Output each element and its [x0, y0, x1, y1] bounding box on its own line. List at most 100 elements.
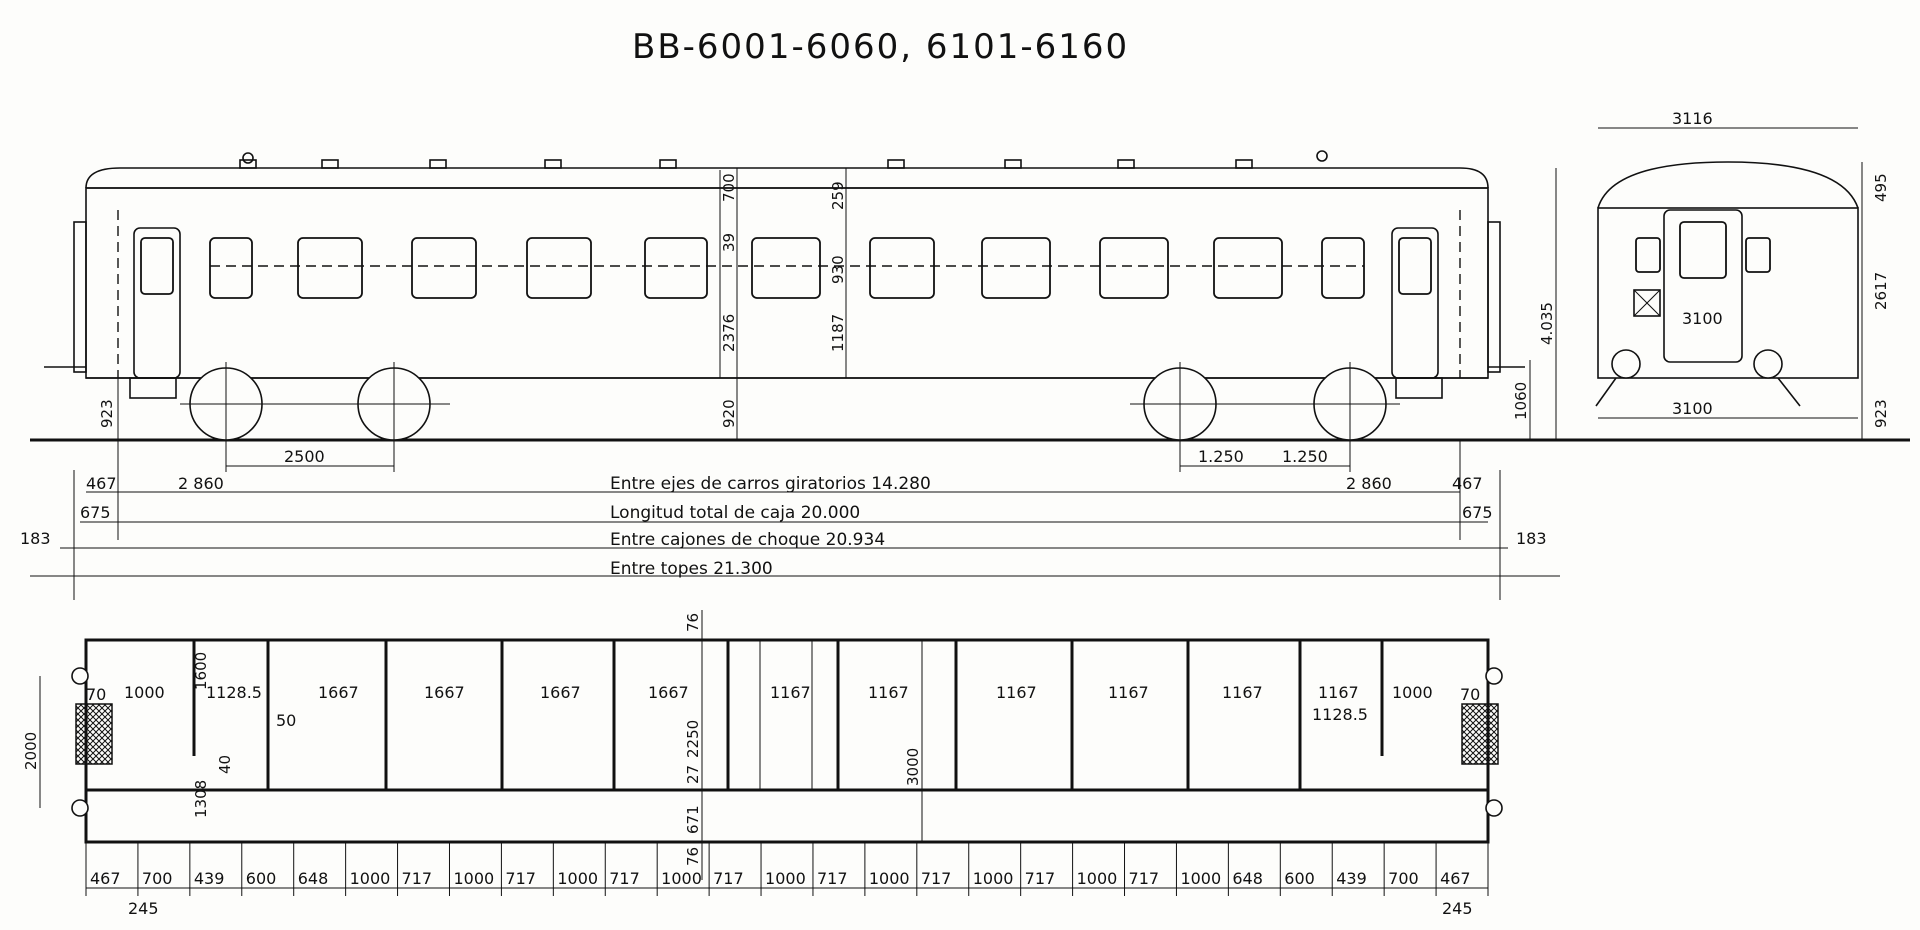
bottom-dim-label: 1000	[557, 869, 598, 888]
side-elevation: 700 259 39 930 2376 1187 920 923 1060 4.…	[20, 150, 1910, 600]
dim-1600: 1600	[192, 652, 210, 690]
dim-467-right: 467	[1452, 474, 1483, 493]
dim-245-left: 245	[128, 899, 159, 918]
dim-923-side: 923	[98, 399, 116, 428]
bottom-dimension-chain: 467 700 439 600 648 1000 717 1000 717 1000 717 1000…	[85, 842, 1489, 896]
dim-3100-bottom: 3100	[1672, 399, 1713, 418]
side-windows	[209, 237, 1365, 299]
caption-body: Longitud total de caja 20.000	[610, 503, 860, 523]
bottom-dim-label: 717	[713, 869, 744, 888]
bottom-dim-label: 717	[1025, 869, 1056, 888]
bottom-dim-label: 1000	[1180, 869, 1221, 888]
bottom-dim-label: 1000	[661, 869, 702, 888]
dim-1187: 1187	[829, 314, 847, 352]
bottom-dim-label: 1000	[869, 869, 910, 888]
comp-label-6: 1167	[996, 683, 1037, 702]
left-diaphragm	[73, 221, 87, 373]
partition-50: 50	[276, 711, 296, 730]
comp-label-1: 1667	[318, 683, 359, 702]
bottom-dim-label: 717	[921, 869, 952, 888]
dim-2250: 2250	[684, 720, 702, 758]
bottom-dim-label: 717	[817, 869, 848, 888]
dim-259: 259	[829, 181, 847, 210]
dim-3116: 3116	[1672, 109, 1713, 128]
caption-buffer-boxes: Entre cajones de choque 20.934	[610, 530, 885, 550]
dim-1060: 1060	[1512, 382, 1530, 420]
dim-4035: 4.035	[1538, 302, 1556, 345]
wc-left: 1128.5	[206, 683, 262, 702]
vestibule-right: 1000	[1392, 683, 1433, 702]
comp-label-9: 1167	[1318, 683, 1359, 702]
dim-39: 39	[720, 233, 738, 252]
vestibule-left: 1000	[124, 683, 165, 702]
bogie-left	[180, 362, 450, 472]
dim-700: 700	[720, 173, 738, 202]
bottom-dim-label: 439	[1336, 869, 1367, 888]
bottom-dim-label: 648	[1232, 869, 1263, 888]
bottom-dim-label: 717	[1129, 869, 1160, 888]
plan-view: 1667 1667 1667 1667 1167 1167 1167 1167 …	[22, 610, 1503, 918]
dim-930: 930	[829, 255, 847, 284]
bottom-dim-label: 1000	[1077, 869, 1118, 888]
dim-183-right: 183	[1516, 529, 1547, 548]
dim-3000: 3000	[904, 748, 922, 786]
caption-buffers: Entre topes 21.300	[610, 559, 773, 579]
end-left-70: 70	[86, 685, 106, 704]
bottom-dim-label: 1000	[350, 869, 391, 888]
comp-label-3: 1667	[540, 683, 581, 702]
right-diaphragm	[1487, 221, 1501, 373]
caption-pivots: Entre ejes de carros giratorios 14.280	[610, 474, 931, 494]
comp-label-8: 1167	[1222, 683, 1263, 702]
comp-label-5: 1167	[868, 683, 909, 702]
bottom-dim-label: 1000	[973, 869, 1014, 888]
bottom-dim-label: 600	[1284, 869, 1315, 888]
plan-outline	[84, 638, 1490, 844]
dim-40: 40	[216, 755, 234, 774]
comp-label-4: 1667	[648, 683, 689, 702]
comp-label-2: 1667	[424, 683, 465, 702]
bottom-dim-label: 717	[609, 869, 640, 888]
dim-671: 671	[684, 805, 702, 834]
dim-467-left: 467	[86, 474, 117, 493]
dim-2000: 2000	[22, 732, 40, 770]
bottom-dim-label: 700	[1388, 869, 1419, 888]
dim-245-right: 245	[1442, 899, 1473, 918]
comp-label-middle: 1167	[770, 683, 811, 702]
end-view: 3116 3100 3100 495 2617 923	[1595, 109, 1890, 440]
dim-2617: 2617	[1872, 272, 1890, 310]
dim-2860-left: 2 860	[178, 474, 224, 493]
bogie-right	[1130, 362, 1400, 472]
dim-3100-door: 3100	[1682, 309, 1723, 328]
dim-923-end: 923	[1872, 399, 1890, 428]
dim-183-left: 183	[20, 529, 51, 548]
bottom-dim-label: 600	[246, 869, 277, 888]
car-roof	[85, 167, 1489, 189]
roof-vents	[239, 150, 1328, 169]
bottom-dim-label: 467	[90, 869, 121, 888]
dim-1250-a: 1.250	[1198, 447, 1244, 466]
dim-27: 27	[684, 765, 702, 784]
dim-675-right: 675	[1462, 503, 1493, 522]
bottom-dim-label: 648	[298, 869, 329, 888]
bottom-dim-label: 1000	[453, 869, 494, 888]
dim-920: 920	[720, 399, 738, 428]
comp-label-7: 1167	[1108, 683, 1149, 702]
dim-2500: 2500	[284, 447, 325, 466]
dim-76-bottom: 76	[684, 847, 702, 866]
dim-495: 495	[1872, 173, 1890, 202]
end-body	[1597, 207, 1859, 379]
dim-2860-right: 2 860	[1346, 474, 1392, 493]
wc-right: 1128.5	[1312, 705, 1368, 724]
end-right-70: 70	[1460, 685, 1480, 704]
dim-675-left: 675	[80, 503, 111, 522]
bottom-dim-label: 467	[1440, 869, 1471, 888]
partitions	[192, 640, 1384, 790]
dim-1250-b: 1.250	[1282, 447, 1328, 466]
bottom-dim-label: 717	[402, 869, 433, 888]
dim-1308: 1308	[192, 780, 210, 818]
bottom-dim-label: 717	[505, 869, 536, 888]
bottom-dim-label: 439	[194, 869, 225, 888]
bottom-dim-label: 700	[142, 869, 173, 888]
bottom-dim-label: 1000	[765, 869, 806, 888]
